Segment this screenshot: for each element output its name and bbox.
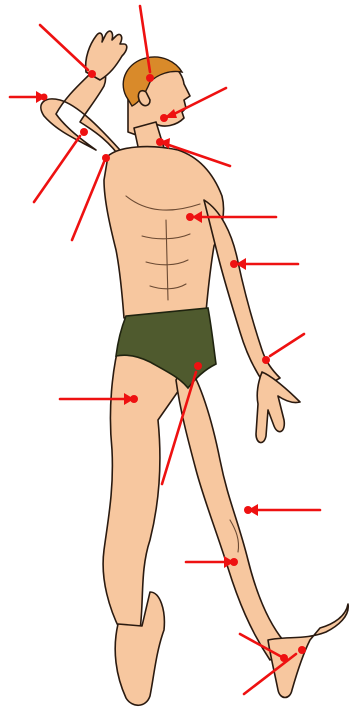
marker-wrist	[262, 334, 304, 364]
marker-thigh	[60, 393, 138, 405]
marker-inner-elbow	[230, 258, 298, 270]
lowered-hand	[256, 372, 300, 443]
marker-elbow	[10, 91, 48, 103]
torso	[104, 147, 224, 318]
marker-knee	[244, 504, 320, 516]
front-leg	[103, 340, 186, 630]
marker-armpit	[72, 154, 110, 240]
marker-chest	[186, 211, 276, 223]
raised-arm	[41, 60, 122, 160]
back-foot	[268, 604, 348, 698]
